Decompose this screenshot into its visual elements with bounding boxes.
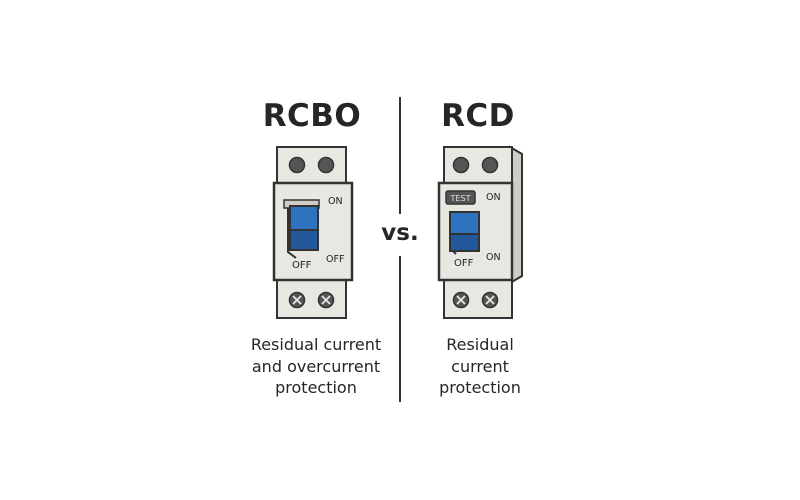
rcd-off-label: OFF	[454, 258, 474, 269]
rcd-top-terminal-right	[481, 156, 499, 174]
rcbo-caption-line: protection	[275, 378, 357, 397]
rcbo-bottom-housing	[276, 273, 347, 319]
rcd-title: RCD	[441, 98, 515, 134]
rcd-device: TEST ON OFF ON	[437, 145, 523, 319]
rcd-caption-line: Residual	[446, 335, 514, 354]
rcd-caption-line: protection	[439, 378, 521, 397]
divider-bottom	[399, 256, 401, 402]
rcbo-toggle-slot	[287, 202, 297, 259]
rcbo-off-side-label: OFF	[326, 254, 344, 265]
vs-label: vs.	[381, 220, 419, 246]
divider-top	[399, 97, 401, 214]
rcd-on-label-top: ON	[486, 192, 501, 203]
rcd-top-terminal-left	[452, 156, 470, 174]
rcbo-top-terminal-right	[317, 156, 335, 174]
rcbo-off-handle-label: OFF	[292, 260, 312, 271]
rcbo-title: RCBO	[262, 98, 362, 134]
rcbo-caption: Residual current and overcurrent protect…	[216, 334, 416, 399]
rcbo-on-label: ON	[328, 196, 343, 207]
rcd-bottom-terminal-left-icon	[452, 291, 470, 309]
rcbo-caption-line: Residual current	[250, 335, 382, 354]
rcd-test-label: TEST	[450, 194, 471, 203]
rcbo-toggle-icon	[283, 199, 320, 251]
rcd-toggle-icon	[449, 211, 480, 252]
rcbo-bottom-terminal-right-icon	[317, 291, 335, 309]
rcbo-bottom-terminal-left-icon	[288, 291, 306, 309]
rcd-bottom-terminal-right-icon	[481, 291, 499, 309]
rcd-caption: Residual current protection	[380, 334, 580, 399]
rcd-test-button[interactable]	[445, 190, 476, 205]
rcbo-top-terminal-left	[288, 156, 306, 174]
rcbo-top-housing	[276, 146, 347, 188]
rcbo-device: ON OFF OFF	[272, 146, 354, 319]
rcbo-caption-line: and overcurrent	[251, 356, 381, 376]
rcd-caption-line: current	[451, 356, 509, 376]
rcd-on-label-bottom: ON	[486, 252, 501, 263]
